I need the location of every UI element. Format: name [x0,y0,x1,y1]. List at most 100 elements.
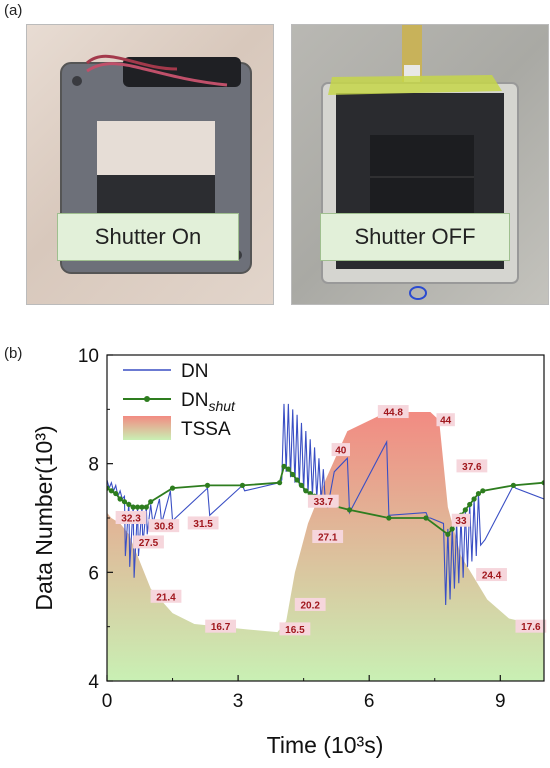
legend-dnshut-marker [144,396,150,402]
dnshut-point [239,482,246,488]
x-axis-label: Time (10³s) [267,732,384,758]
data-label-bg [331,443,350,457]
data-label: 32.3 [121,514,141,525]
dnshut-point [281,463,287,469]
dnshut-point [117,496,123,502]
shutter-off-illustration [321,25,519,300]
dnshut-point [113,490,119,497]
dnshut-point [169,485,176,491]
data-label-bg [312,530,344,544]
data-label: 37.6 [462,462,482,473]
dnshut-point [139,504,145,510]
screw-hole [72,76,82,86]
x-tick-label: 6 [364,691,375,712]
data-label-bg [515,619,547,633]
data-label: 16.7 [211,622,231,633]
dnshut-point [107,485,110,491]
dnshut-point [445,531,451,537]
data-label-bg [294,597,326,611]
dnshut-point [475,490,482,497]
y-tick-label: 10 [78,346,99,367]
x-tick-label: 3 [233,691,244,712]
data-label: 16.5 [285,625,305,636]
dnshut-point [423,515,429,521]
dnshut-point [346,507,353,513]
dnshut-line-layer [107,463,544,537]
dnshut-point [294,477,300,483]
data-label: 21.4 [156,592,176,603]
data-label-bg [148,519,180,533]
y-tick-label: 8 [88,455,99,476]
data-label-bg [115,511,147,524]
wire-2 [86,62,228,87]
legend-dnshut-label: DNshut [181,390,236,414]
wire-1 [85,54,178,71]
dnshut-point [386,515,392,521]
data-label: 33.7 [314,497,334,508]
data-label: 40 [335,446,347,457]
blue-mark [409,286,427,300]
dnshut-point [510,482,517,488]
panel-label-b: (b) [4,345,23,362]
legend-dnshut-subscript: shut [208,398,236,414]
data-label: 33 [455,516,467,527]
dnshut-point [290,471,296,478]
data-label-bg [187,516,219,530]
closed-shutter [370,135,474,227]
dnshut-point [134,504,141,510]
data-label-bg [456,459,488,473]
shutter-on-caption: Shutter On [57,213,239,261]
y-axis-label: Data Number(10³) [31,425,57,610]
dnshut-point [480,488,486,494]
legend-tssa-label: TSSA [181,419,231,440]
data-label-bg [436,413,455,427]
y-tick-label: 6 [88,563,99,584]
shutter-off-photo: Shutter OFF [291,24,549,305]
shutter-off-caption: Shutter OFF [320,213,510,261]
shutter-on-illustration [60,54,252,274]
data-label: 27.1 [318,533,338,544]
x-tick-label: 0 [102,691,113,712]
dnshut-point [108,488,114,494]
tssa-area-layer [107,412,544,681]
data-label: 27.5 [139,538,159,549]
tssa-area [107,412,544,681]
data-label-bg [377,405,409,419]
dnshut-point [143,504,149,510]
data-label-bg [133,535,164,549]
dnshut-point [130,504,136,510]
dnshut-point [298,482,305,488]
data-label: 31.5 [193,519,213,530]
panel-label-a: (a) [4,2,23,19]
dnshut-point [467,501,473,508]
shutter-on-photo: Shutter On [26,24,274,305]
data-label: 24.4 [482,571,502,582]
data-label-bg [279,622,311,636]
x-tick-label: 9 [495,691,506,712]
dnshut-point [471,496,477,502]
shutter-blade [97,175,215,213]
dnshut-point [303,488,309,494]
data-label-bg [307,494,339,508]
data-label: 44.8 [384,408,404,419]
data-label: 30.8 [154,522,174,533]
dnshut-point [121,499,128,505]
data-label-bg [476,568,507,582]
x-axis-ticks: 0 3 6 9 [102,675,506,712]
legend-tssa-swatch [123,416,171,440]
dnshut-point [148,499,154,505]
yellow-tape [328,75,502,95]
data-label-bg [205,619,237,633]
dnshut-point [285,466,291,472]
data-label: 44 [440,416,452,427]
legend-dn-label: DN [181,361,208,382]
dnshut-point [126,501,132,508]
dnshut-point [541,480,544,486]
dnshut-point [204,482,211,488]
data-label-bg [150,589,182,603]
dnshut-point [277,480,283,486]
